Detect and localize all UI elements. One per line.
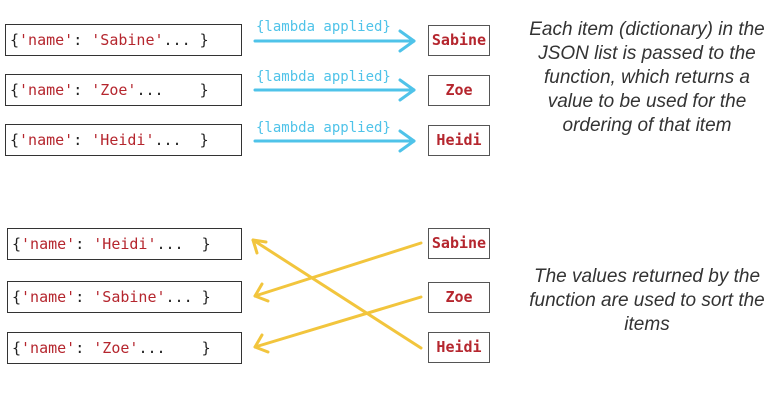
sorted-item-zoe: {'name': 'Zoe'... } [7,332,242,364]
top-caption: Each item (dictionary) in the JSON list … [529,19,765,136]
dict-suffix: ... } [165,288,211,306]
lambda-arrow-3 [253,129,416,153]
dict-item-sabine: {'name': 'Sabine'... } [5,24,242,56]
sorted-item-sabine: {'name': 'Sabine'... } [7,281,242,313]
dict-key: 'name' [21,339,76,357]
dict-suffix: ... } [156,235,211,253]
bottom-caption: The values returned by the function are … [529,266,765,335]
dict-colon: : [73,31,92,49]
sort-value-zoe: Zoe [428,282,490,313]
dict-key: 'name' [21,235,76,253]
lambda-arrow-2 [253,78,416,102]
dict-item-heidi: {'name': 'Heidi'... } [5,124,242,156]
dict-key: 'name' [19,31,74,49]
dict-brace: { [12,235,22,253]
dict-value: 'Heidi' [93,235,157,253]
sort-value-sabine: Sabine [428,228,490,259]
lambda-label-3: {lambda applied} [256,120,391,136]
dict-value: 'Heidi' [91,131,155,149]
dict-suffix: ... } [138,339,211,357]
dict-brace: { [10,31,20,49]
dict-suffix: ... } [163,31,209,49]
dict-value: 'Sabine' [93,288,166,306]
dict-suffix: ... } [136,81,209,99]
lambda-label-1: {lambda applied} [256,19,391,35]
dict-brace: { [12,339,22,357]
dict-key: 'name' [19,131,74,149]
result-value-sabine: Sabine [428,25,490,56]
dict-colon: : [75,339,94,357]
dict-suffix: ... } [154,131,209,149]
lambda-label-2: {lambda applied} [256,69,391,85]
result-value-heidi: Heidi [428,125,490,156]
dict-colon: : [73,81,92,99]
sort-arrow-heidi [251,238,423,350]
result-value-zoe: Zoe [428,75,490,106]
dict-value: 'Zoe' [91,81,137,99]
dict-brace: { [10,81,20,99]
lambda-arrow-1 [253,29,416,53]
sort-value-heidi: Heidi [428,332,490,363]
dict-colon: : [75,288,94,306]
sort-arrow-sabine [253,241,423,303]
dict-brace: { [12,288,22,306]
dict-value: 'Zoe' [93,339,139,357]
dict-colon: : [75,235,94,253]
sort-arrow-zoe [253,295,423,354]
dict-brace: { [10,131,20,149]
sorted-item-heidi: {'name': 'Heidi'... } [7,228,242,260]
dict-key: 'name' [21,288,76,306]
dict-item-zoe: {'name': 'Zoe'... } [5,74,242,106]
dict-value: 'Sabine' [91,31,164,49]
dict-colon: : [73,131,92,149]
dict-key: 'name' [19,81,74,99]
